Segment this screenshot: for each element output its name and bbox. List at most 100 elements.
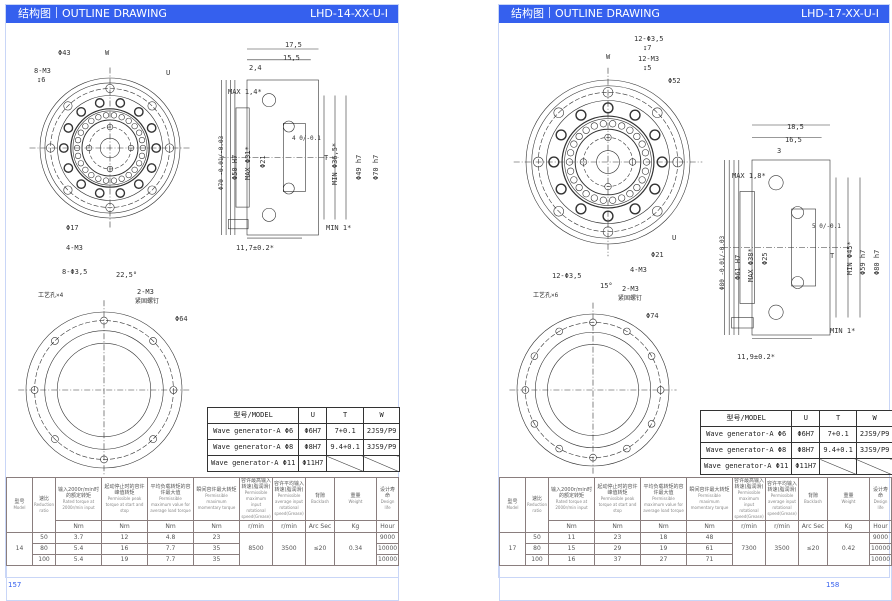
header-en: Rated torque at 2000r/min input [550, 499, 593, 511]
cell: Wave generator-A Φ8 [208, 440, 299, 456]
dim-min-gap: MIN 1* [326, 224, 351, 232]
rated-cell: 16 [549, 555, 595, 566]
ratio-cell: 50 [526, 533, 549, 544]
dim-spigot: Φ59 h7 [859, 250, 867, 275]
dim-t: T [324, 154, 329, 162]
weight-cell: 0.34 [335, 533, 377, 566]
weight-cell: 0.42 [828, 533, 870, 566]
label-u: U [166, 69, 170, 77]
dim-min-gap: MIN 1* [830, 327, 855, 335]
roller-icon [591, 195, 598, 202]
cell: 3JS9/P9 [856, 443, 892, 459]
roller-icon [126, 172, 132, 178]
label-screws: 2-M3 [137, 288, 154, 296]
dim-max-offset: MAX 1,8* [732, 172, 766, 180]
unit-cell: Nm [56, 521, 102, 533]
rear-hole-icon [150, 436, 157, 443]
label-pcd: Φ43 [58, 49, 71, 57]
dim-outer: Φ70 h7 [372, 155, 380, 180]
unit-cell: Nm [102, 521, 148, 533]
bolt-head-icon [116, 189, 124, 197]
roller-icon [136, 130, 142, 136]
dim-t: T [830, 252, 835, 260]
header-cn: 容许平均输入转速(脂润滑) [274, 481, 304, 493]
roller-icon [567, 168, 574, 175]
header-en: Permissible average input rotational spe… [274, 493, 304, 517]
max-speed-cell: 7300 [733, 533, 766, 566]
label-w: W [606, 53, 611, 61]
roller-icon [634, 184, 641, 191]
roller-icon [642, 168, 649, 175]
roller-icon [642, 149, 649, 156]
header-cn: 容许平均输入转速(脂润滑) [767, 481, 797, 493]
roller-icon [583, 190, 590, 197]
cell: 7+0.1 [820, 427, 857, 443]
bolt-head-icon [77, 108, 85, 116]
header-cn: 设计寿命 [380, 487, 395, 499]
header-cn: 容许最高输入转速(脂润滑) [734, 478, 764, 490]
dim-inner-width: 16,5 [785, 136, 802, 144]
roller-icon [126, 118, 132, 124]
th-t: T [820, 411, 857, 427]
life-cell: 10000 [377, 544, 399, 555]
header-en: Permissible maximum input rotational spe… [241, 490, 271, 520]
ball-bearing-icon [792, 207, 804, 219]
momentary-cell: 35 [194, 555, 240, 566]
avg-speed-cell: 3500 [766, 533, 799, 566]
unit-cell: Kg [335, 521, 377, 533]
bolt-head-icon [576, 204, 586, 214]
cell: 9.4+0.1 [327, 440, 364, 456]
cell-na [363, 456, 400, 472]
avg-cell: 27 [641, 555, 687, 566]
ratio-cell: 80 [33, 544, 56, 555]
header-en: Model [501, 505, 524, 511]
backlash-cell: ≤20 [799, 533, 828, 566]
roller-icon [96, 176, 102, 182]
unit-cell: r/min [273, 521, 306, 533]
roller-icon [576, 184, 583, 191]
bolt-head-icon [650, 184, 660, 194]
roller-icon [609, 120, 616, 127]
header-en: Permissible average input rotational spe… [767, 493, 797, 517]
unit-cell: Nm [595, 521, 641, 533]
header-en: Design life [378, 499, 397, 511]
bolt-head-icon [116, 99, 124, 107]
avg-cell: 18 [641, 533, 687, 544]
cell: Φ8H7 [299, 440, 327, 456]
ball-bearing-icon [283, 183, 294, 194]
header-en: Permissible peak torque at start and sto… [103, 496, 146, 514]
header-cn: 起动停止时的容许峰值转矩 [104, 484, 144, 496]
label-rear-pcd: Φ74 [646, 312, 659, 320]
dim-max-shaft: MAX Φ31* [244, 146, 252, 180]
momentary-cell: 23 [194, 533, 240, 544]
model-cell: 17 [500, 533, 526, 566]
momentary-cell: 71 [687, 555, 733, 566]
screw-icon [732, 318, 754, 329]
roller-icon [89, 118, 95, 124]
th-w: W [856, 411, 892, 427]
header-en: Rated torque at 2000r/min input [57, 499, 100, 511]
bolt-head-icon [556, 130, 566, 140]
mounting-hole-icon [652, 206, 662, 216]
bolt-head-icon [630, 110, 640, 120]
avg-cell: 19 [641, 544, 687, 555]
label-tap-holes: 8-M3 [34, 67, 51, 75]
header-en: Weight [829, 499, 868, 505]
roller-icon [119, 114, 125, 120]
peak-cell: 12 [102, 533, 148, 544]
label-process-holes: 工艺孔×6 [533, 291, 559, 299]
header-en: Reduction ratio [527, 502, 547, 514]
rated-cell: 5.4 [56, 544, 102, 555]
roller-icon [75, 153, 81, 159]
roller-icon [132, 167, 138, 173]
